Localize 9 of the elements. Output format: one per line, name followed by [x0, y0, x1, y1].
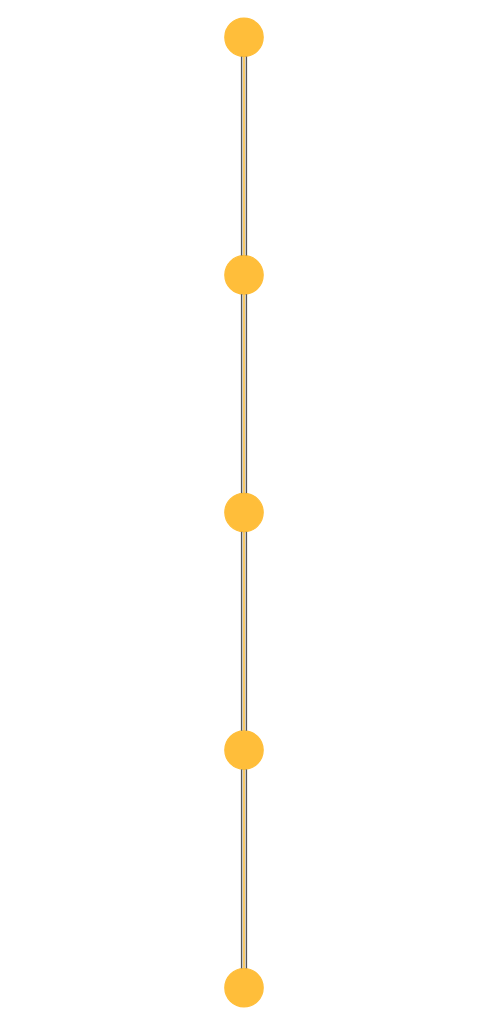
connector — [240, 292, 248, 494]
node-circle — [224, 254, 264, 295]
connector — [240, 768, 248, 969]
node-circle — [224, 967, 264, 1007]
connector — [240, 530, 248, 731]
connector — [240, 55, 248, 256]
node-circle — [224, 17, 264, 57]
node-circle — [224, 492, 264, 532]
node-circle — [224, 729, 264, 770]
